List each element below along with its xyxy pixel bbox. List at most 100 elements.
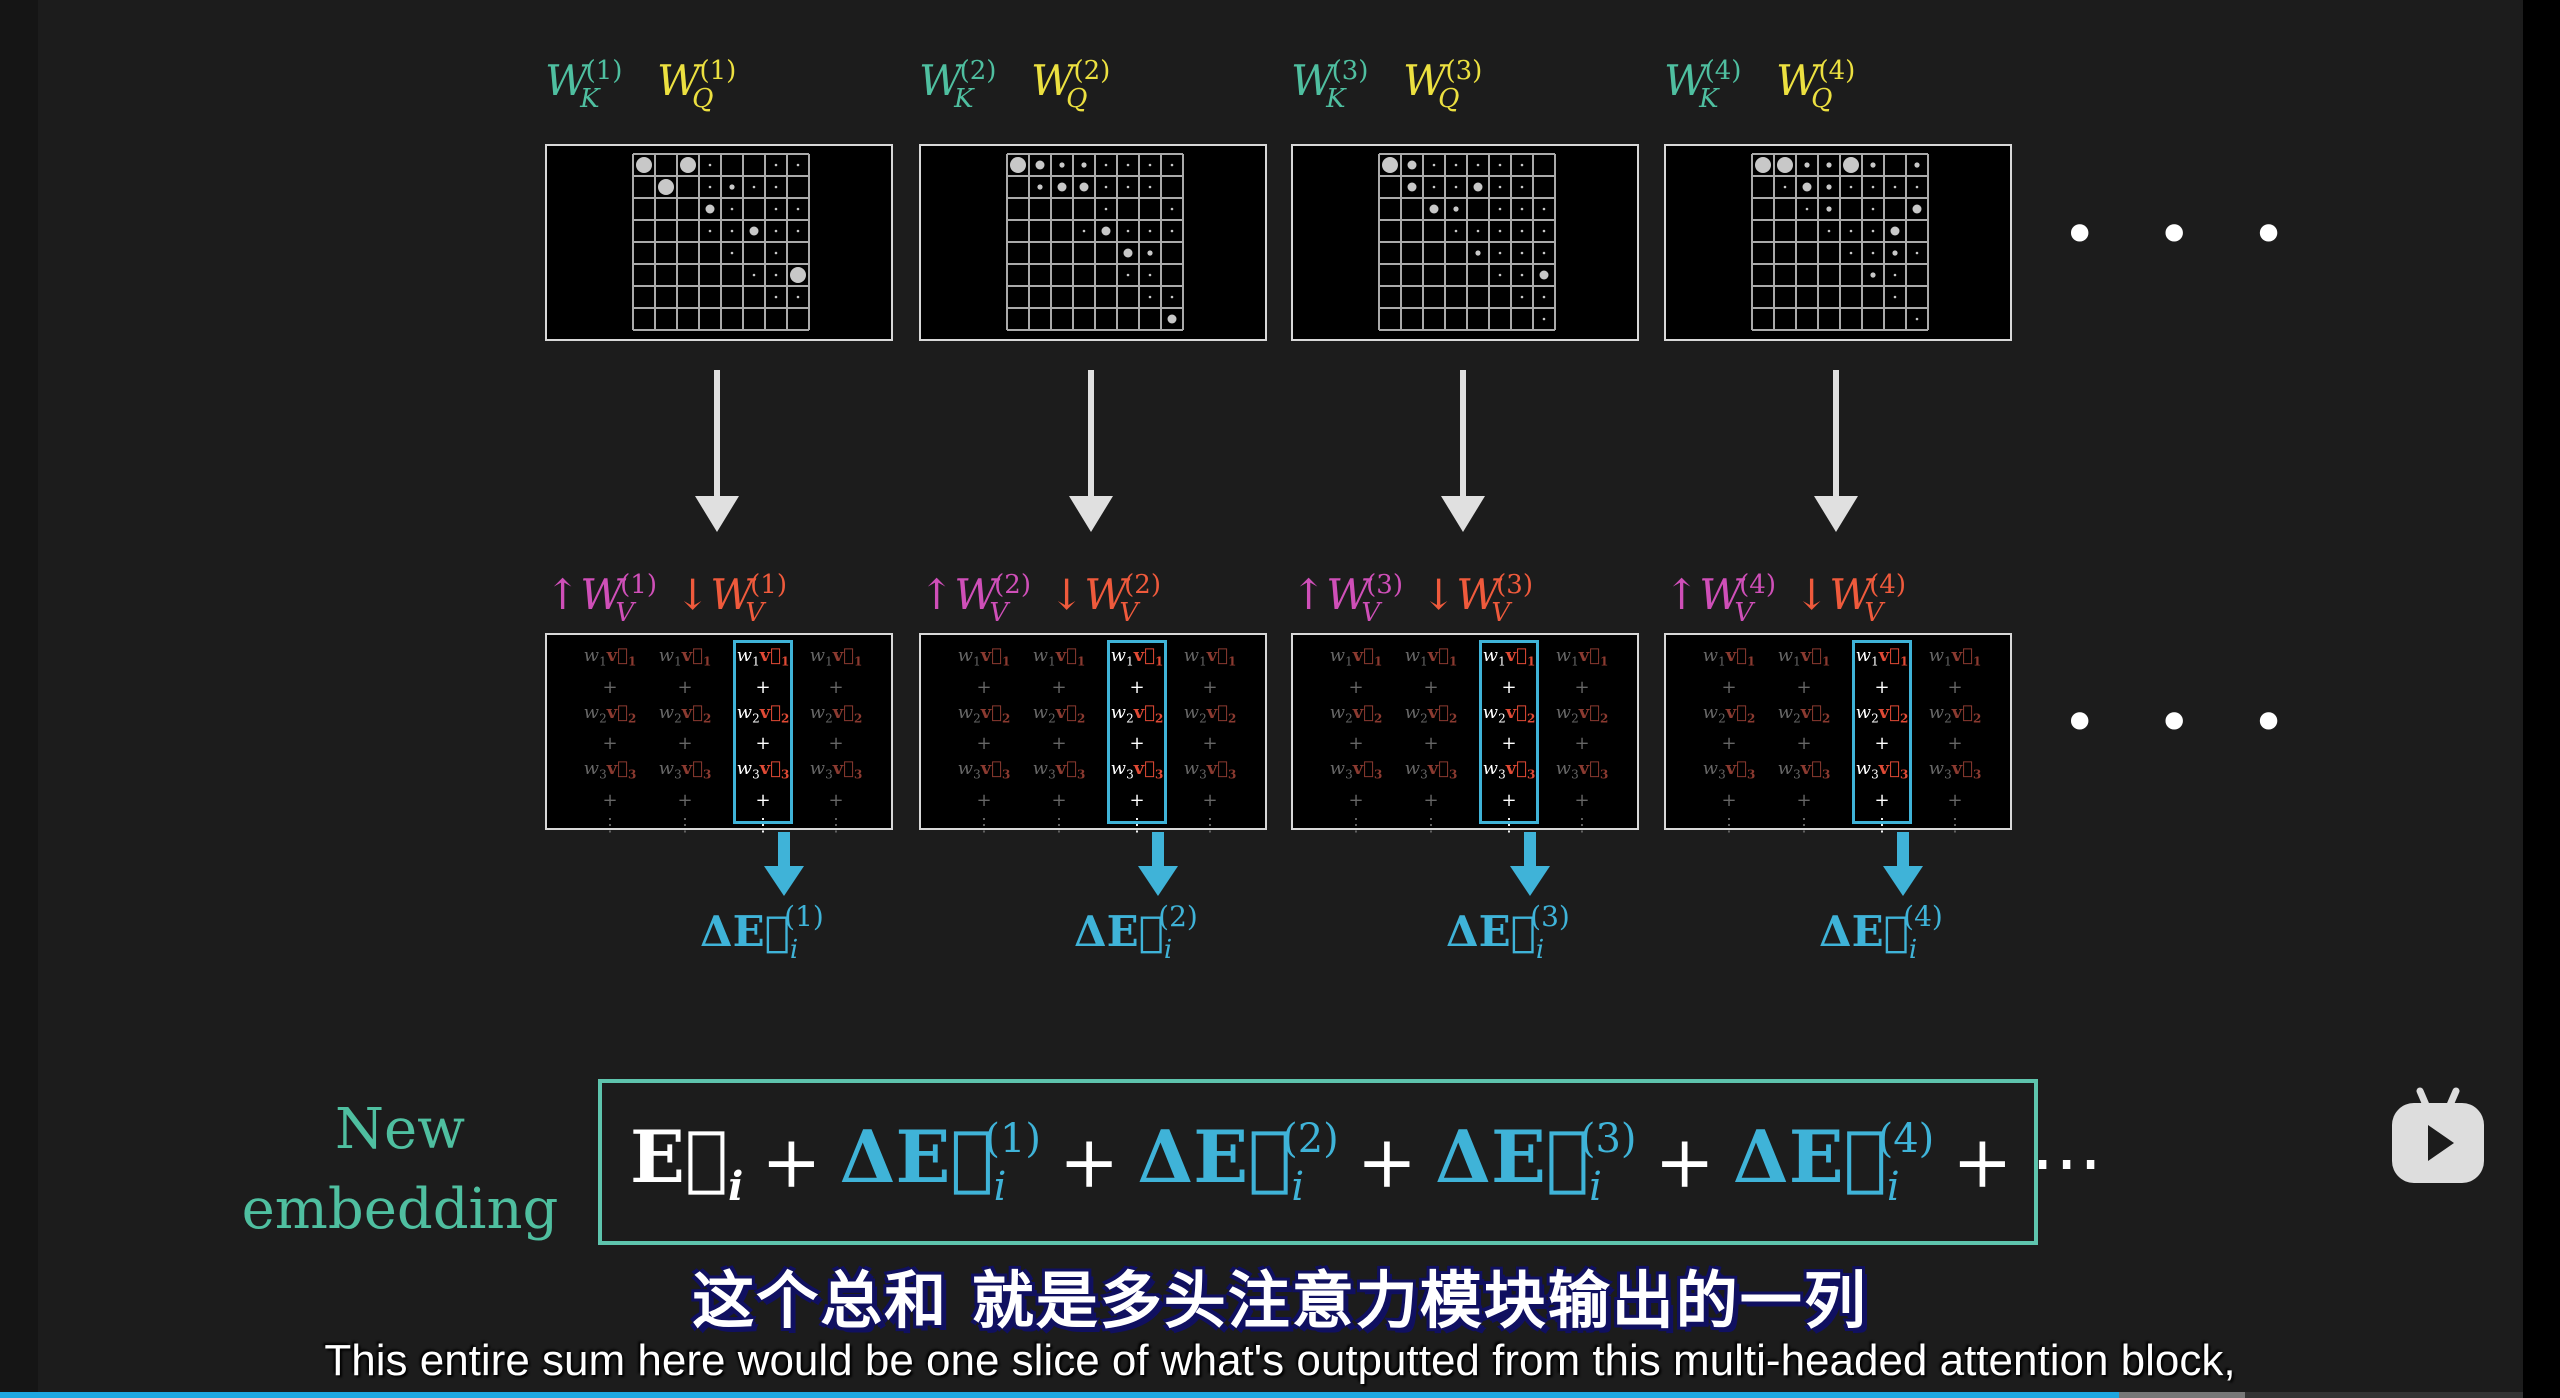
- weight-symbol: w: [809, 645, 826, 666]
- key-matrix-label: WK(3): [1291, 58, 1368, 112]
- weight-symbol: w: [1928, 645, 1945, 666]
- value-vector-symbol: v⃗: [1133, 645, 1155, 666]
- attention-weight-dot: [658, 179, 674, 195]
- matrix-symbol: W: [1829, 570, 1873, 619]
- value-vector-symbol: v⃗: [1951, 645, 1973, 666]
- value-vector-index: 2: [1154, 711, 1164, 726]
- more-heads-ellipsis-top: • • •: [2062, 200, 2307, 270]
- weight-index: 2: [1793, 711, 1801, 726]
- attention-weight-dot: [1057, 182, 1067, 192]
- value-vector-symbol: v⃗: [1352, 701, 1374, 723]
- value-vector-symbol: v⃗: [1800, 701, 1822, 723]
- weighted-value-term: w3v⃗3: [1110, 756, 1164, 788]
- attention-weight-dot: [705, 204, 715, 214]
- weighted-value-sum-panel: w1v⃗1+w2v⃗2+w3v⃗3+⋮w1v⃗1+w2v⃗2+w3v⃗3+⋮w1…: [545, 633, 893, 836]
- weighted-value-term: w3v⃗3: [1702, 756, 1756, 788]
- delta-embedding-label: ΔE⃗i(1): [700, 900, 824, 965]
- value-vector-index: 3: [1599, 767, 1609, 782]
- weight-symbol: w: [1329, 701, 1346, 723]
- video-progress-bar[interactable]: [0, 1392, 2523, 1398]
- attention-weight-dot: [1826, 162, 1832, 168]
- weighted-value-term: w2v⃗2: [1404, 700, 1458, 732]
- attention-weight-dot: [1805, 207, 1809, 211]
- attention-weight-dot: [1473, 182, 1483, 192]
- attention-weight-dot: [774, 295, 778, 299]
- weighted-value-term: w2v⃗2: [1183, 700, 1237, 732]
- attention-weight-dot: [774, 229, 778, 233]
- attention-weight-dot: [1914, 162, 1920, 168]
- value-vector-index: 3: [1821, 767, 1831, 782]
- token-index: i: [789, 935, 799, 965]
- plus-sign: +: [1796, 789, 1812, 811]
- weight-symbol: w: [1110, 701, 1127, 723]
- weight-index: 3: [674, 767, 682, 782]
- attention-weight-dot: [1059, 162, 1065, 168]
- weight-index: 3: [1793, 767, 1801, 782]
- token-index: i: [993, 1164, 1007, 1210]
- weighted-value-term: w1v⃗1: [809, 643, 863, 675]
- value-vector-index: 3: [1746, 767, 1756, 782]
- value-vector-index: 2: [1227, 711, 1237, 726]
- matrix-symbol: W: [1776, 56, 1820, 105]
- weight-symbol: w: [583, 701, 600, 723]
- weight-index: 1: [674, 654, 682, 669]
- weight-index: 1: [752, 654, 760, 669]
- value-vector-index: 1: [1972, 654, 1982, 669]
- attention-weight-dot: [1147, 250, 1153, 256]
- weighted-value-term: w1v⃗1: [1928, 643, 1982, 675]
- attention-weight-dot: [1849, 185, 1853, 189]
- weight-symbol: w: [1702, 701, 1719, 723]
- plus-sign: +: [1654, 1120, 1715, 1204]
- down-arrow-icon: [1814, 370, 1858, 532]
- weight-symbol: w: [957, 758, 974, 780]
- weight-index: 2: [1871, 711, 1879, 726]
- weight-symbol: w: [658, 645, 675, 666]
- value-vector-symbol: v⃗: [1951, 758, 1973, 780]
- vertical-ellipsis: ⋮: [1720, 814, 1738, 836]
- value-vector-symbol: v⃗: [980, 758, 1002, 780]
- weight-symbol: w: [1777, 645, 1794, 666]
- weight-symbol: w: [1555, 645, 1572, 666]
- plus-sign: +: [677, 789, 693, 811]
- plus-sign: +: [1721, 789, 1737, 811]
- plus-sign: +: [1947, 733, 1963, 755]
- weight-symbol: w: [1482, 758, 1499, 780]
- value-vector-index: 1: [1599, 654, 1609, 669]
- vertical-ellipsis: ⋮: [676, 814, 694, 836]
- attention-weight-dot: [1037, 184, 1043, 190]
- value-vector-symbol: v⃗: [759, 701, 781, 723]
- matrix-subscript: V: [745, 598, 765, 628]
- attention-weight-dot: [1101, 226, 1111, 236]
- bilibili-tv-icon[interactable]: [2387, 1087, 2489, 1187]
- matrix-symbol: W: [1699, 570, 1743, 619]
- attention-weight-dot: [1871, 229, 1875, 233]
- value-vector-symbol: v⃗: [1725, 758, 1747, 780]
- matrix-subscript: V: [1361, 598, 1381, 628]
- value-vector-symbol: v⃗: [980, 701, 1002, 723]
- weight-symbol: w: [1183, 701, 1200, 723]
- weight-symbol: w: [1329, 758, 1346, 780]
- weighted-value-term: w1v⃗1: [1777, 643, 1831, 675]
- value-vector-symbol: v⃗: [1505, 701, 1527, 723]
- plus-sign: +: [976, 676, 992, 698]
- attention-weight-dot: [1849, 229, 1853, 233]
- weight-symbol: w: [1928, 758, 1945, 780]
- plus-sign: +: [1721, 733, 1737, 755]
- plus-sign: +: [1129, 789, 1145, 811]
- weighted-value-sum-panel: w1v⃗1+w2v⃗2+w3v⃗3+⋮w1v⃗1+w2v⃗2+w3v⃗3+⋮w1…: [919, 633, 1267, 836]
- vertical-ellipsis: ⋮: [1347, 814, 1365, 836]
- arrow-prefix: ↓: [1794, 570, 1830, 619]
- delta-symbol: ΔE⃗: [1435, 1114, 1590, 1199]
- value-vector-index: 1: [702, 654, 712, 669]
- attention-weight-dot: [796, 295, 800, 299]
- weighted-value-term: w1v⃗1: [1032, 643, 1086, 675]
- head-index: (2): [1282, 1116, 1339, 1162]
- value-vector-index: 2: [1001, 711, 1011, 726]
- weighted-value-term: w1v⃗1: [1482, 643, 1536, 675]
- value-vector-symbol: v⃗: [1133, 701, 1155, 723]
- value-vector-index: 1: [1899, 654, 1909, 669]
- embedding-symbol: E⃗: [630, 1114, 729, 1199]
- plus-sign: +: [1952, 1120, 2013, 1204]
- plus-sign: +: [1059, 1120, 1120, 1204]
